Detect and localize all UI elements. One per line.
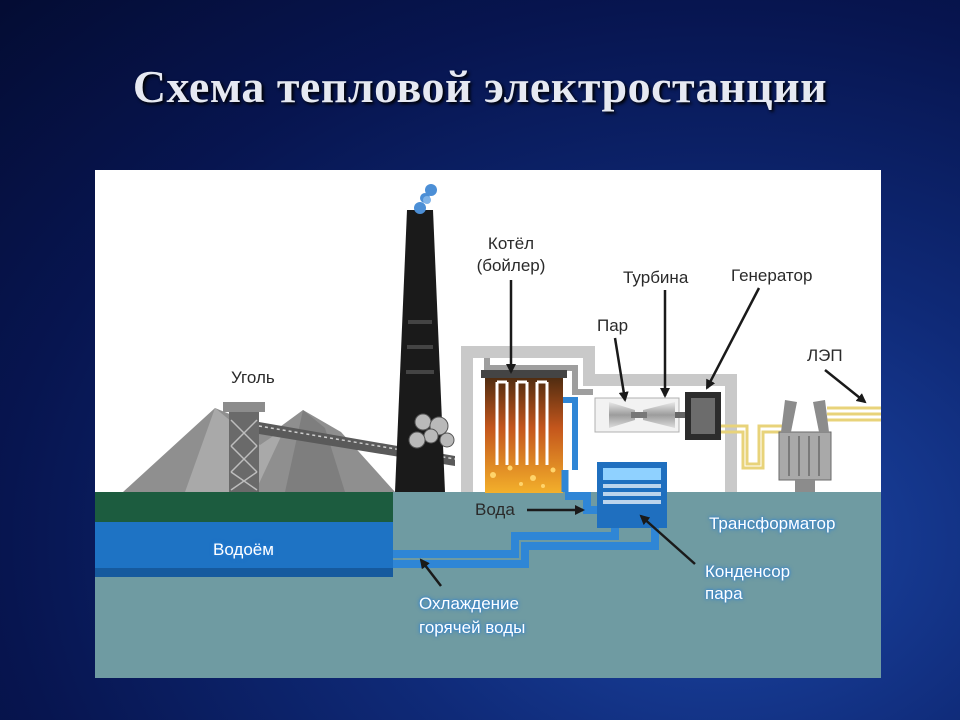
label-reservoir: Водоём — [213, 540, 274, 559]
label-boiler-line2: (бойлер) — [476, 256, 546, 275]
grass-strip — [95, 492, 393, 522]
slide-title: Схема тепловой электростанции — [132, 61, 828, 112]
power-plant-diagram: Уголь Котёл (бойлер) Турбина Генератор П… — [95, 170, 881, 678]
chimney-smoke — [414, 184, 437, 214]
arrow-cooling — [419, 558, 442, 587]
label-condenser-line1: Конденсор — [705, 562, 791, 581]
transformer — [778, 400, 832, 492]
label-generator: Генератор — [731, 266, 813, 285]
diagram-graphics — [95, 184, 881, 678]
label-condenser-line2: пара — [705, 584, 743, 603]
label-cooling-line2: горячей воды — [419, 618, 526, 637]
reservoir-water — [95, 522, 393, 577]
label-steam: Пар — [597, 316, 629, 335]
label-coal: Уголь — [231, 368, 275, 387]
label-turbine: Турбина — [623, 268, 689, 287]
chimney — [395, 210, 445, 492]
label-power-line: ЛЭП — [807, 346, 843, 365]
label-water: Вода — [475, 500, 515, 519]
turbine — [594, 397, 680, 433]
water-pipes — [393, 492, 659, 568]
wires — [721, 406, 881, 470]
coal-hopper — [408, 413, 455, 449]
arrow-condenser — [639, 514, 696, 565]
label-boiler-line1: Котёл — [487, 234, 535, 253]
arrow-steam — [613, 337, 629, 402]
boiler — [481, 370, 567, 493]
arrow-generator — [705, 287, 761, 390]
arrow-power-line — [824, 369, 867, 404]
pointer-arrows — [419, 280, 867, 587]
condenser — [597, 462, 667, 528]
label-cooling-line1: Охлаждение — [419, 594, 519, 613]
generator — [685, 392, 721, 440]
label-transformer: Трансформатор — [709, 514, 836, 533]
